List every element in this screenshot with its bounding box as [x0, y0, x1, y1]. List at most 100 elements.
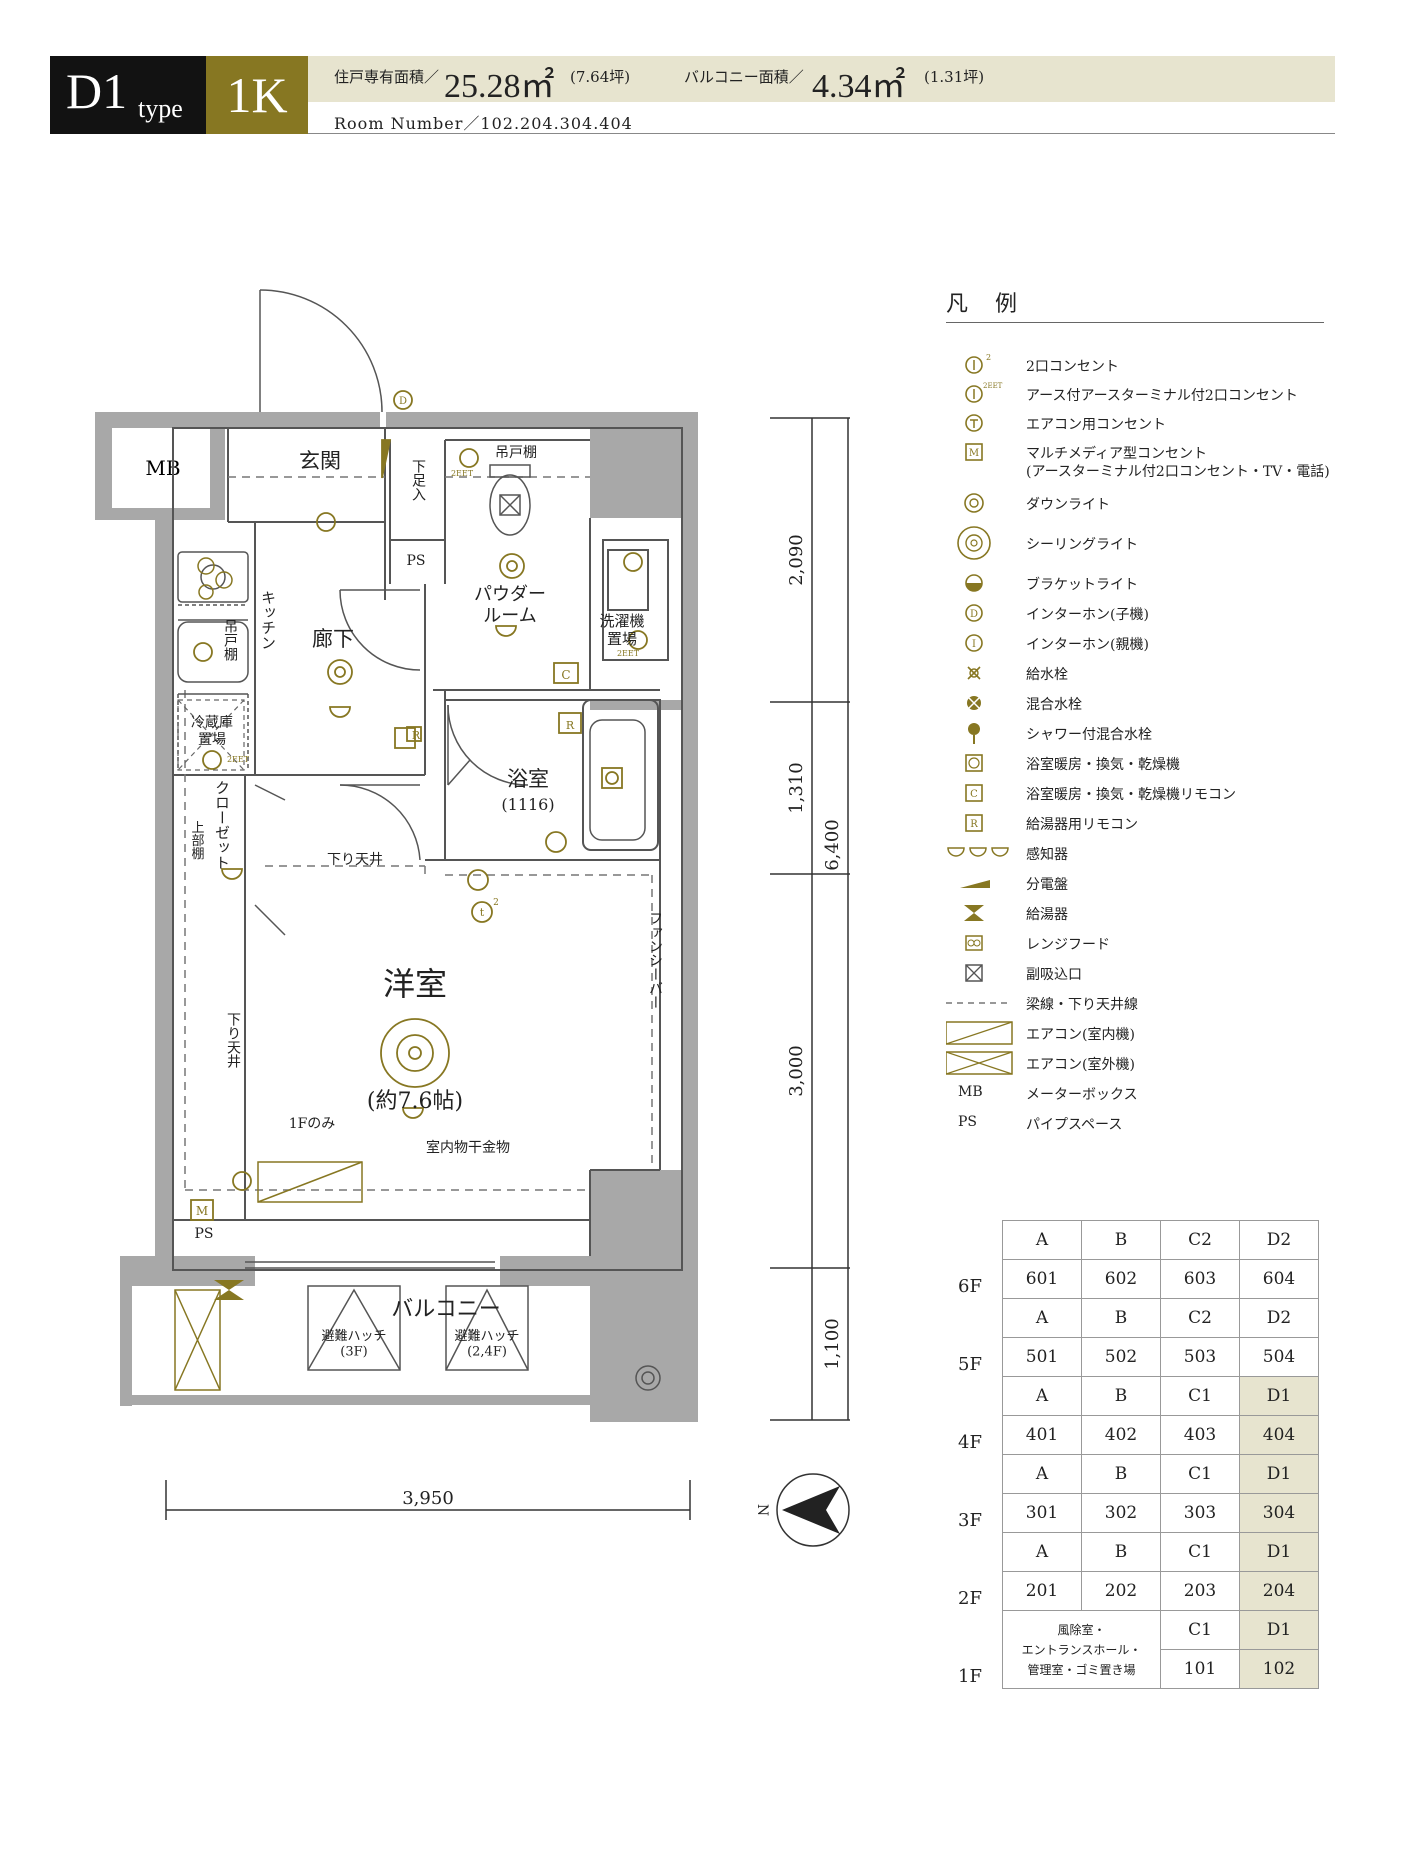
heater-remote-icon-mark: R [970, 819, 978, 830]
plan-symbols [190, 390, 648, 1221]
legend-label-water-heater: 給湯器 [1026, 907, 1068, 923]
type-word: type [138, 94, 183, 123]
legend-label-aircon-indoor: エアコン(室内機) [1026, 1027, 1135, 1043]
earth-outlet-icon: 2EET [965, 382, 1003, 403]
legend-item-bracket-light: ブラケットライト [946, 570, 1346, 596]
bath-label: 浴室 [507, 767, 549, 791]
legend-code-meter-box: MB [958, 1084, 983, 1100]
unit-type-cell: A [1002, 1454, 1082, 1494]
legend-label-earth-outlet: アース付アースターミナル付2口コンセント [1026, 388, 1298, 404]
type-badge: D1 type [50, 56, 206, 134]
room-number-cell: 402 [1081, 1415, 1161, 1455]
balcony-value: 4.34㎡ [812, 68, 906, 105]
legend-item-sub-intake: 副吸込口 [946, 960, 1346, 986]
legend-item-detector: 感知器 [946, 840, 1346, 866]
room-number-cell: 404 [1239, 1415, 1319, 1455]
hatch-24f-label: 避難ハッチ(2,4F) [454, 1329, 519, 1360]
room-number-cell: 203 [1160, 1571, 1240, 1611]
room-number-cell: 502 [1081, 1337, 1161, 1377]
bathtub [589, 719, 646, 841]
room-number-cell: 601 [1002, 1259, 1082, 1299]
legend-label-aircon-outdoor: エアコン(室外機) [1026, 1057, 1135, 1073]
room-number-cell: 304 [1239, 1493, 1319, 1533]
unit-type-cell: C1 [1160, 1610, 1240, 1650]
washer-label: 洗濯機置場 [599, 612, 644, 648]
floor-label: 4F [958, 1431, 982, 1453]
kitchen-label: キッチン [259, 590, 277, 650]
room-number-cell: 201 [1002, 1571, 1082, 1611]
dim-1100: 1,100 [822, 1318, 843, 1370]
outlet-icon: 2 [965, 353, 991, 374]
legend-item-mixer-faucet: 混合水栓 [946, 690, 1346, 716]
legend-label-intercom-main: インターホン(親機) [1026, 637, 1149, 653]
room-number-cell: 101 [1160, 1649, 1240, 1689]
dim-3950: 3,950 [402, 1488, 454, 1509]
legend-item-aircon-indoor: エアコン(室内機) [946, 1020, 1346, 1046]
aircon-indoor [257, 1161, 363, 1203]
legend-item-water-heater: 給湯器 [946, 900, 1346, 926]
bath-remote-icon-mark: C [970, 789, 978, 800]
eet-label-3: 2EET [617, 649, 640, 658]
room-number-cell: 503 [1160, 1337, 1240, 1377]
fridge-space [177, 699, 245, 771]
unit-type-cell: B [1081, 1454, 1161, 1494]
water-heater-legend-icon [964, 905, 984, 921]
western-size-label: (約7.6帖) [367, 1089, 463, 1114]
powder-room-label: パウダールーム [474, 584, 546, 627]
area-value: 25.28㎡ [444, 68, 555, 105]
unit-type-cell: C2 [1160, 1220, 1240, 1260]
room-labels: 玄関 下足入 PS 吊戸棚 パウダールーム 洗濯機置場 キッチン 吊戸棚 廊下 … [189, 396, 664, 1360]
common-area-note-line: 風除室・ [1057, 1622, 1106, 1637]
closet-label: クローゼット [213, 780, 231, 870]
legend-label-downlight: ダウンライト [1026, 497, 1110, 513]
heater-remote-icon: R [965, 814, 983, 832]
unit-type-cell: D1 [1239, 1532, 1319, 1572]
floor-label: 3F [958, 1509, 982, 1531]
western-room-label: 洋室 [383, 965, 447, 1003]
panel-icon [960, 880, 990, 888]
legend-label-faucet: 給水栓 [1026, 667, 1068, 683]
legend-item-multimedia-outlet: M マルチメディア型コンセント (アースターミナル付2口コンセント・TV・電話) [946, 439, 1346, 485]
dim-1310: 1,310 [786, 762, 807, 814]
lowered-ceiling-label-2: 下り天井 [225, 1012, 241, 1069]
common-area-note-line: エントランスホール・ [1021, 1642, 1142, 1657]
unit-type-cell: D1 [1239, 1610, 1319, 1650]
balcony [245, 1261, 661, 1391]
legend-item-faucet: 給水栓 [946, 660, 1346, 686]
unit-type-cell: D2 [1239, 1220, 1319, 1260]
legend-item-bath-dryer: 浴室暖房・換気・乾燥機 [946, 750, 1346, 776]
earth-outlet-icon-mark: 2EET [983, 382, 1003, 390]
layout-badge: 1K [206, 56, 308, 134]
multimedia-outlet-icon-mark: M [969, 448, 979, 459]
legend-label-intercom-sub: インターホン(子機) [1026, 607, 1149, 623]
legend-label-mixer-faucet: 混合水栓 [1026, 697, 1082, 713]
intercom-sub-icon: D [965, 604, 983, 622]
unit-type-cell: C1 [1160, 1532, 1240, 1572]
legend-label-multimedia-outlet-note: (アースターミナル付2口コンセント・TV・電話) [1026, 464, 1330, 480]
legend-label-outlet: 2口コンセント [1026, 359, 1119, 375]
legend-label-sub-intake: 副吸込口 [1026, 967, 1082, 983]
hanging-shelf-label: 吊戸棚 [495, 445, 537, 461]
multimedia-outlet-icon: M [965, 443, 983, 461]
eet-label-1: 2EET [451, 469, 474, 478]
ps2-label: PS [194, 1226, 213, 1242]
legend-label-detector: 感知器 [1026, 847, 1068, 863]
shoe-box-label: 下足入 [410, 459, 426, 501]
faucet-icon [967, 666, 981, 680]
intercom-main-icon-mark: I [972, 639, 976, 650]
ps-label: PS [406, 553, 425, 569]
dimension-labels: 2,090 1,310 3,000 1,100 6,400 3,950 [402, 534, 843, 1509]
unit-type-cell: B [1081, 1376, 1161, 1416]
room-number-cell: 504 [1239, 1337, 1319, 1377]
legend-label-panel: 分電盤 [1026, 877, 1068, 893]
outlet-icon-mark: 2 [986, 353, 991, 362]
